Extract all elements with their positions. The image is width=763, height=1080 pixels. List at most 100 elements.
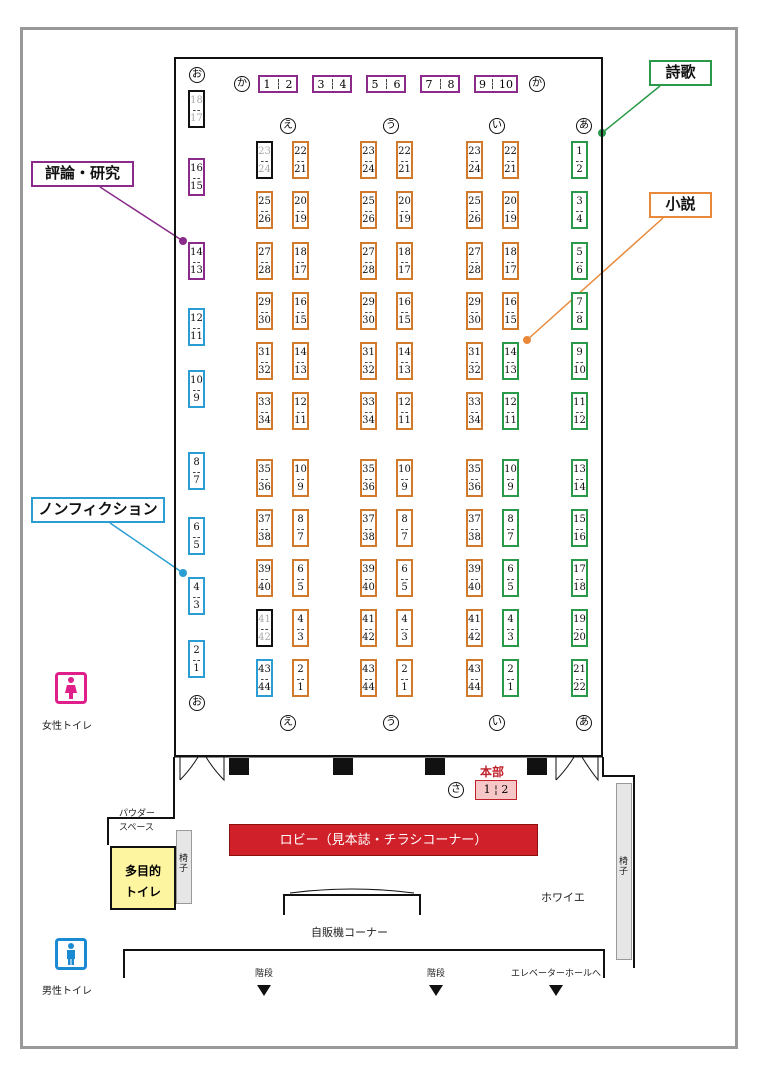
booth-number: 7 [507, 532, 514, 543]
elevator-arrow [549, 985, 563, 996]
lobby-bar[interactable]: ロビー（見本誌・チラシコーナー） [229, 824, 538, 856]
men-toilet-icon[interactable] [55, 938, 87, 970]
multipurpose-toilet[interactable]: 多目的 トイレ [110, 846, 176, 910]
honbu-booth[interactable]: 1 ¦ 2 [475, 780, 517, 800]
row-label-e-top: え [280, 118, 296, 134]
women-toilet-icon[interactable] [55, 672, 87, 704]
booth-number: 20 [573, 632, 586, 643]
